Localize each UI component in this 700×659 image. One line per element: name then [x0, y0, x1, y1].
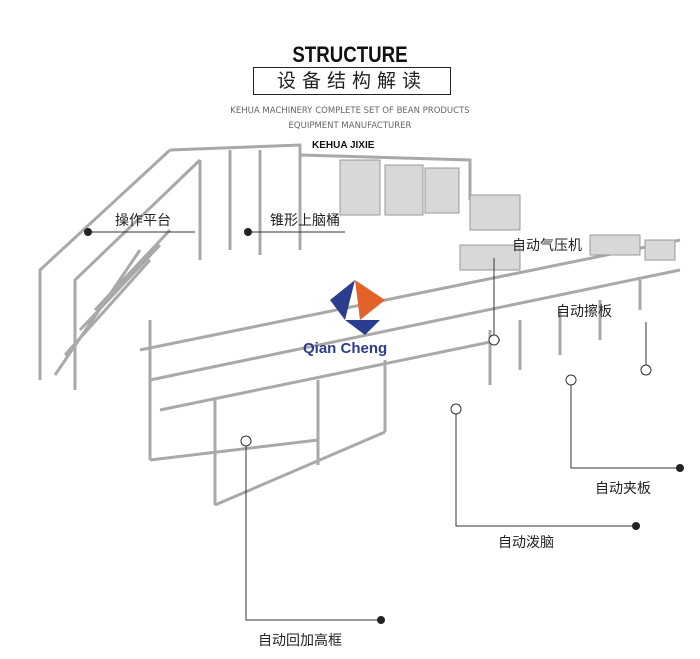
- watermark-text: Qian Cheng: [303, 340, 388, 357]
- callout-auto-pour: 自动泼脑: [498, 535, 554, 551]
- qian-cheng-logo: [330, 280, 385, 335]
- callout-auto-clamp-board: 自动夹板: [595, 481, 651, 497]
- callout-auto-wipe-board: 自动擦板: [556, 304, 612, 320]
- callout-operation-platform: 操作平台: [115, 213, 171, 229]
- structure-subtitle-cn: 设备结构解读: [253, 67, 451, 95]
- subtitle-en-line2: EQUIPMENT MANUFACTURER: [288, 121, 412, 131]
- callout-auto-air-press: 自动气压机: [512, 238, 582, 254]
- callout-conical-bucket: 锥形上脑桶: [270, 213, 340, 229]
- callout-auto-return-frame: 自动回加高框: [258, 633, 342, 649]
- subtitle-en-line1: KEHUA MACHINERY COMPLETE SET OF BEAN PRO…: [230, 106, 470, 116]
- brand-label: KEHUA JIXIE: [312, 140, 375, 151]
- structure-title: STRUCTURE: [292, 42, 408, 67]
